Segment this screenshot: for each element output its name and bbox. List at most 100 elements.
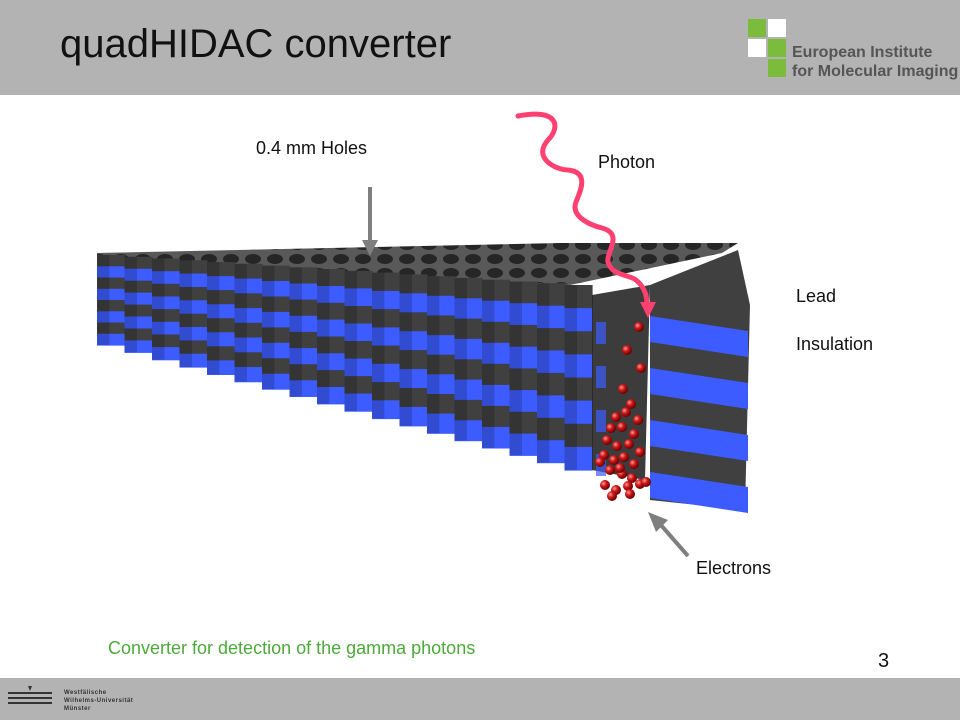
layer-stripe xyxy=(262,281,291,297)
layer-stripe xyxy=(537,440,566,464)
layer-stripe xyxy=(399,406,428,427)
layer-stripe xyxy=(97,277,126,290)
layer-stripe xyxy=(427,374,456,395)
electron-cloud xyxy=(595,322,651,501)
lead-label: Lead xyxy=(796,286,837,306)
layer-stripe xyxy=(537,417,566,441)
layer-stripe xyxy=(344,376,373,395)
layer-stripe xyxy=(537,328,566,352)
logo-square xyxy=(768,59,786,77)
layer-stripe xyxy=(97,255,126,267)
electrons-label: Electrons xyxy=(696,558,772,578)
layer-stripe xyxy=(482,342,511,365)
layer-stripe xyxy=(262,327,291,344)
layer-stripe xyxy=(427,413,456,434)
layer-stripe xyxy=(482,321,511,344)
layer-stripe xyxy=(317,370,346,388)
layer-stripe xyxy=(289,380,318,397)
right-stripe xyxy=(650,368,748,409)
photon-label: Photon xyxy=(598,152,656,172)
layer-stripe xyxy=(124,340,153,353)
layer-stripe xyxy=(124,328,153,341)
column-shade xyxy=(454,277,467,441)
cavity-stripe xyxy=(596,366,606,388)
layer-stripe xyxy=(317,302,346,321)
layer-stripe xyxy=(344,270,373,289)
layer-stripe xyxy=(509,324,538,348)
page-number: 3 xyxy=(878,650,890,672)
logo-text: European Institute for Molecular Imaging xyxy=(792,43,958,81)
logo-line-2: for Molecular Imaging xyxy=(792,63,959,80)
right-face-layers xyxy=(650,316,748,513)
layer-stripe xyxy=(234,308,263,324)
layer-stripe xyxy=(564,423,593,448)
layer-stripe xyxy=(537,305,566,329)
layer-stripe xyxy=(509,368,538,391)
layer-stripe xyxy=(344,393,373,412)
electron-ball xyxy=(629,459,639,469)
column-shade xyxy=(234,263,247,382)
layer-stripe xyxy=(124,268,153,282)
layer-stripe xyxy=(537,372,566,396)
electron-ball xyxy=(619,452,629,462)
layer-stripe xyxy=(509,303,538,326)
layer-stripe xyxy=(124,304,153,318)
electron-ball xyxy=(609,455,619,465)
column-shade xyxy=(97,255,110,345)
layer-stripe xyxy=(454,379,483,401)
layer-stripe xyxy=(399,274,428,294)
layer-stripe xyxy=(537,350,566,374)
logo-square xyxy=(748,19,766,37)
layer-stripe xyxy=(564,446,593,471)
layer-stripe xyxy=(97,266,126,279)
layer-stripe xyxy=(152,309,181,323)
layer-stripe xyxy=(262,342,291,359)
layer-stripe xyxy=(207,290,236,305)
holes-arrow xyxy=(362,187,378,256)
layer-stripe xyxy=(564,308,593,332)
university-line-2: Wilhelms-Universität xyxy=(64,698,134,704)
layer-stripe xyxy=(289,364,318,381)
layer-stripe xyxy=(179,313,208,328)
layer-stripe xyxy=(97,333,126,346)
layer-stripe xyxy=(427,335,456,356)
layer-stripe xyxy=(482,426,511,449)
slide-caption: Converter for detection of the gamma pho… xyxy=(108,638,476,658)
electrons-arrow xyxy=(648,512,690,558)
layer-stripe xyxy=(262,265,291,282)
layer-stripe xyxy=(344,288,373,307)
layer-stripe xyxy=(482,279,511,302)
layer-stripe xyxy=(289,283,318,301)
layer-stripe xyxy=(427,295,456,316)
layer-stripe xyxy=(317,336,346,354)
layer-stripe xyxy=(564,354,593,379)
layer-stripe xyxy=(124,316,153,329)
layer-stripe xyxy=(372,345,401,365)
layer-stripe xyxy=(152,296,181,310)
electron-ball xyxy=(624,439,634,449)
layer-stripe xyxy=(427,315,456,336)
electron-ball xyxy=(618,384,628,394)
layer-stripe xyxy=(399,369,428,389)
university-line-3: Münster xyxy=(64,706,91,712)
layer-stripe xyxy=(399,350,428,370)
layer-stripe xyxy=(372,400,401,420)
layer-stripe xyxy=(234,293,263,309)
electron-ball xyxy=(602,435,612,445)
converter-top-surface xyxy=(97,243,738,285)
layer-stripe xyxy=(152,283,181,297)
layer-stripe xyxy=(454,277,483,299)
logo-square xyxy=(748,39,766,57)
layer-stripe xyxy=(97,311,126,324)
layer-stripe xyxy=(152,334,181,348)
layer-stripe xyxy=(399,388,428,408)
layer-stripe xyxy=(234,352,263,368)
cavity-stripe xyxy=(596,410,606,432)
column-shade xyxy=(509,281,522,456)
layer-stripe xyxy=(179,353,208,368)
layer-stripe xyxy=(179,273,208,288)
layer-stripe xyxy=(179,340,208,355)
layer-stripe xyxy=(564,400,593,425)
electron-ball xyxy=(621,407,631,417)
layer-stripe xyxy=(427,354,456,375)
